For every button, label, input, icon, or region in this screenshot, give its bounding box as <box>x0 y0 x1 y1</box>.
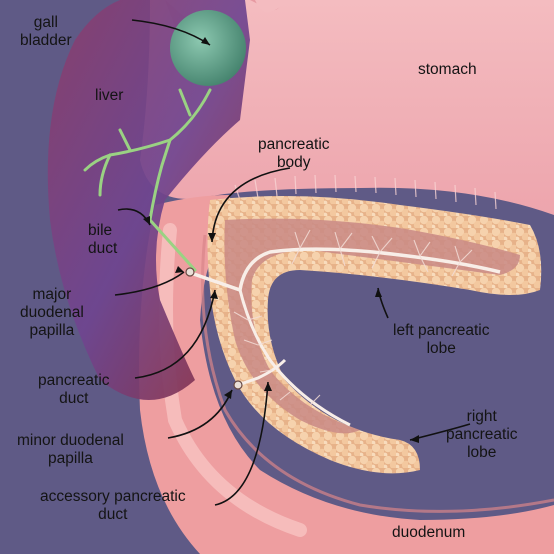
stomach-rugae <box>234 174 497 210</box>
major-duodenal-papilla-label-line1: major <box>32 286 72 303</box>
gall-bladder <box>170 10 246 86</box>
pancreatic-duct-label-line1: pancreatic <box>38 372 110 389</box>
bile-duct-branches <box>83 88 212 272</box>
liver-label: liver <box>95 87 123 105</box>
stomach-label: stomach <box>418 61 477 79</box>
liver <box>47 0 251 400</box>
liver-label-line1: liver <box>95 87 124 104</box>
major-duodenal-papilla <box>185 267 195 277</box>
gall-bladder-label-line2: bladder <box>20 32 72 49</box>
minor-duodenal-papilla-label: minor duodenal papilla <box>17 432 124 468</box>
pancreatic-duct-label-line2: duct <box>59 390 89 407</box>
right-pancreatic-lobe-label: right pancreatic lobe <box>446 408 518 462</box>
accessory-pancreatic-duct-label: accessory pancreatic duct <box>40 488 186 524</box>
stomach-label-line1: stomach <box>418 61 477 78</box>
gall-bladder-label-line1: gall <box>33 14 58 31</box>
major-duodenal-papilla-label-line2: duodenal <box>20 304 84 321</box>
major-duodenal-papilla-label: major duodenal papilla <box>20 286 84 340</box>
duodenum-label: duodenum <box>392 524 465 542</box>
right-pancreatic-lobe-label-line2: pancreatic <box>446 426 518 443</box>
left-pancreatic-lobe-label: left pancreatic lobe <box>393 322 490 358</box>
duodenum-label-line1: duodenum <box>392 524 466 541</box>
accessory-pancreatic-duct-label-line2: duct <box>98 506 128 523</box>
pancreatic-body-label: pancreatic body <box>258 136 330 172</box>
pancreas-core <box>224 218 520 434</box>
bile-duct-label: bile duct <box>88 222 117 258</box>
accessory-pancreatic-duct-label-line1: accessory pancreatic <box>40 488 186 505</box>
pancreatic-duct <box>187 247 501 293</box>
gall-bladder-label: gall bladder <box>20 14 72 50</box>
bile-duct-label-line2: duct <box>88 240 118 257</box>
left-pancreatic-lobe-label-line1: left pancreatic <box>393 322 490 339</box>
right-pancreatic-lobe-label-line1: right <box>466 408 497 425</box>
pancreatic-body-label-line1: pancreatic <box>258 136 330 153</box>
duodenum <box>139 195 554 554</box>
right-pancreatic-lobe-label-line3: lobe <box>467 444 497 461</box>
left-pancreatic-lobe-label-line2: lobe <box>426 340 456 357</box>
minor-duodenal-papilla <box>233 380 243 390</box>
minor-duodenal-papilla-label-line1: minor duodenal <box>17 432 124 449</box>
pancreatic-body-label-line2: body <box>276 154 311 171</box>
major-duodenal-papilla-label-line3: papilla <box>29 322 75 339</box>
bile-duct-label-line1: bile <box>88 222 113 239</box>
pancreatic-duct-label: pancreatic duct <box>38 372 110 408</box>
minor-duodenal-papilla-label-line2: papilla <box>48 450 93 467</box>
leader-arrowheads <box>143 37 419 443</box>
